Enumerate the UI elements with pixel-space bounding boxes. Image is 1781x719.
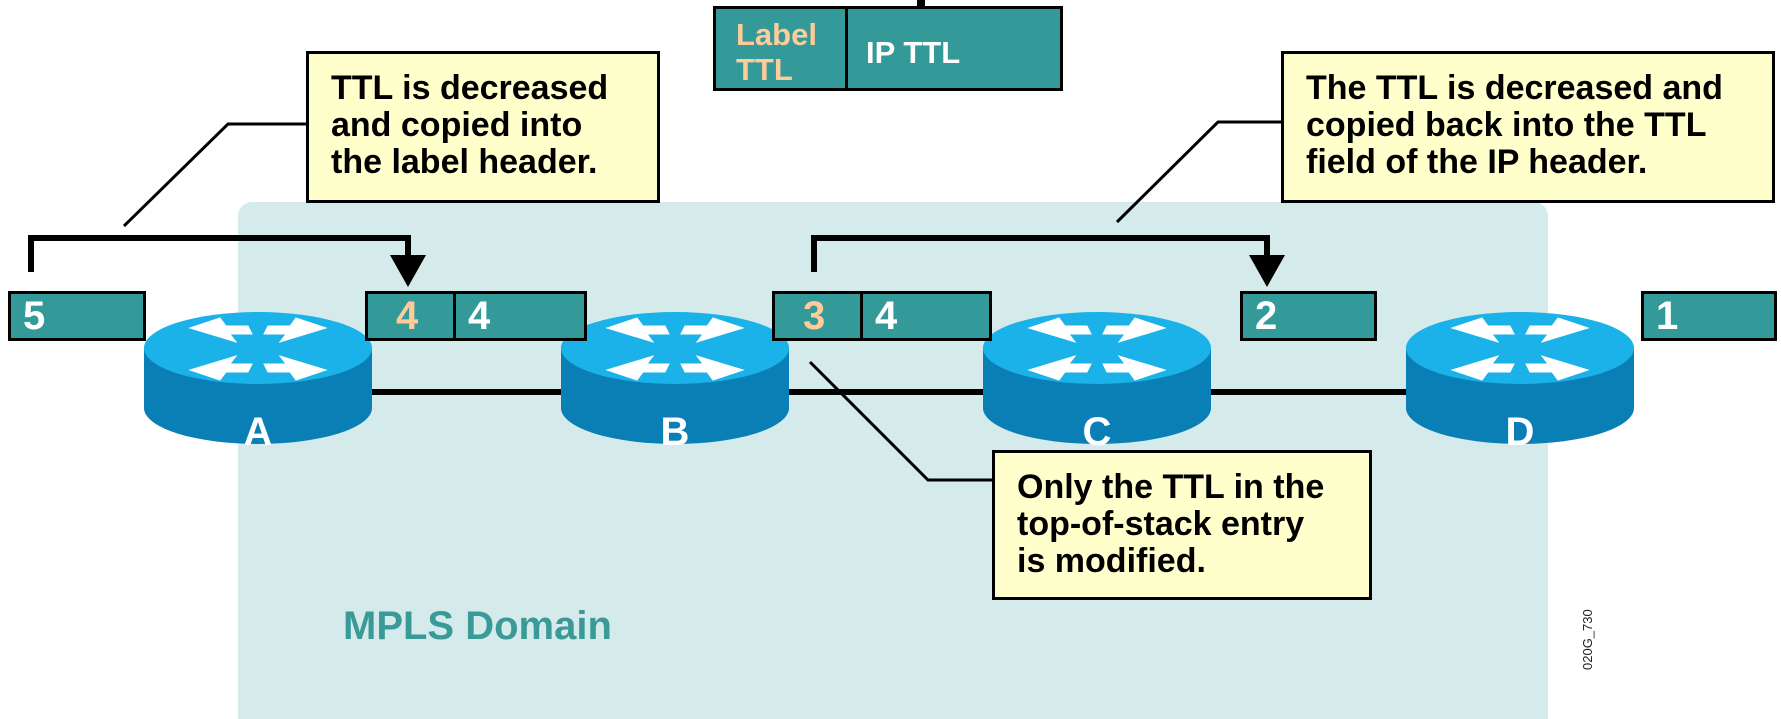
core-pointer bbox=[808, 360, 995, 482]
callout-egress: The TTL is decreased and copied back int… bbox=[1281, 51, 1775, 203]
mpls-domain-label: MPLS Domain bbox=[343, 604, 612, 648]
callout-core: Only the TTL in the top-of-stack entry i… bbox=[992, 450, 1372, 600]
router-a-icon bbox=[144, 312, 372, 444]
router-c-icon bbox=[983, 312, 1211, 444]
ip-ttl-key: IP TTL bbox=[866, 35, 961, 70]
router-d-icon bbox=[1406, 312, 1634, 444]
router-b-icon bbox=[561, 312, 789, 444]
packet-a-to-b: 4 4 bbox=[365, 291, 587, 341]
packet-ip-ttl: 2 bbox=[1255, 293, 1278, 338]
egress-pointer bbox=[1115, 120, 1283, 224]
packet-b-to-c: 3 4 bbox=[772, 291, 992, 341]
egress-bracket bbox=[811, 235, 1270, 272]
router-a-label: A bbox=[243, 410, 273, 454]
ingress-pointer bbox=[122, 122, 308, 228]
figure-id: 020G_730 bbox=[1580, 609, 1595, 670]
ingress-bracket bbox=[28, 235, 411, 272]
packet-after-d: 1 bbox=[1641, 291, 1777, 341]
callout-ingress: TTL is decreased and copied into the lab… bbox=[306, 51, 660, 203]
packet-ip-ttl: 5 bbox=[23, 293, 46, 338]
router-c-label: C bbox=[1082, 410, 1112, 454]
ingress-arrowhead bbox=[390, 255, 426, 287]
packet-ip-ttl: 1 bbox=[1656, 293, 1679, 338]
egress-arrowhead bbox=[1249, 255, 1285, 287]
packet-ip-ttl: 4 bbox=[468, 293, 491, 338]
packet-label-ttl: 4 bbox=[368, 294, 456, 338]
header-format-key: Label TTL IP TTL bbox=[713, 6, 1063, 91]
router-d-label: D bbox=[1505, 410, 1535, 454]
packet-label-ttl: 3 bbox=[775, 294, 863, 338]
packet-c-to-d: 2 bbox=[1240, 291, 1377, 341]
packet-before-a: 5 bbox=[8, 291, 146, 341]
router-b-label: B bbox=[660, 410, 690, 454]
label-ttl-key: Label TTL bbox=[716, 9, 848, 88]
packet-ip-ttl: 4 bbox=[875, 293, 898, 338]
